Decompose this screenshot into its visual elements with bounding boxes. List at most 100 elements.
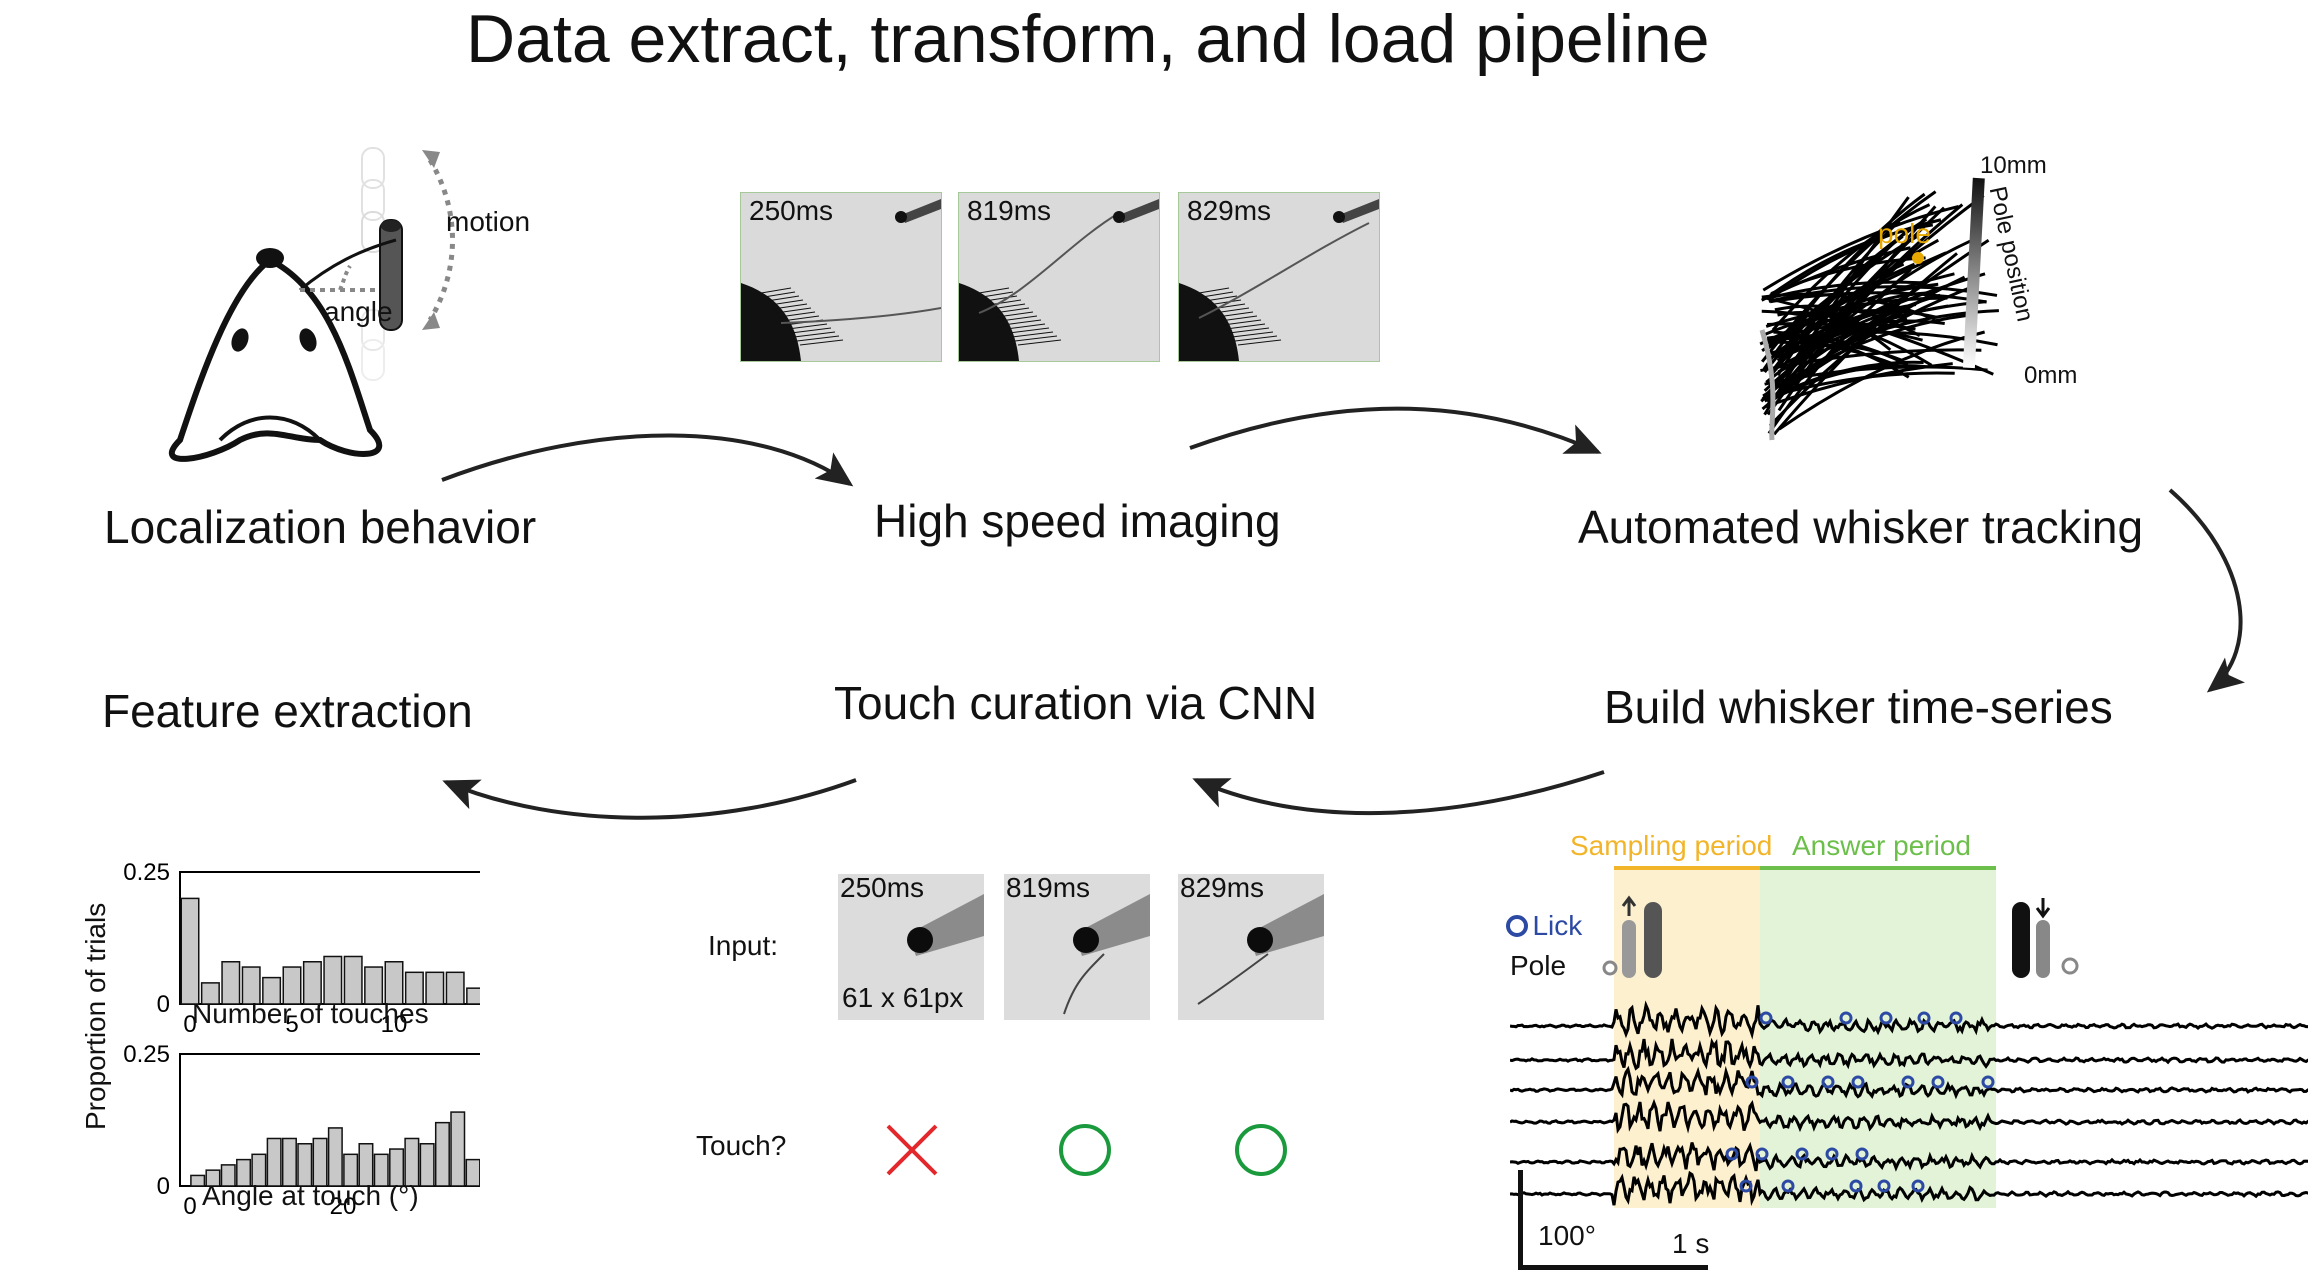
lick-marker	[1745, 1075, 1759, 1089]
hist-bar	[180, 897, 200, 1005]
hist-bar	[323, 955, 343, 1005]
pole-ghosts	[361, 147, 385, 381]
hist-bar	[190, 1174, 206, 1187]
mouse-head	[168, 256, 383, 462]
lick-marker	[1781, 1075, 1795, 1089]
lick-legend: Lick	[1506, 910, 1582, 942]
imaging-frame-time: 829ms	[1187, 195, 1272, 226]
imaging-frame: 819ms	[958, 192, 1160, 362]
pole-icons	[1602, 895, 2079, 978]
hist-bar	[282, 966, 302, 1005]
pole-position-bar	[1962, 177, 1985, 369]
cnn-frame-time: 250ms	[840, 874, 925, 903]
motion-label: motion	[446, 206, 531, 237]
hist-xtick: 5	[285, 1011, 298, 1038]
hist-bar	[281, 1137, 297, 1187]
hist-xtick: 0	[183, 1193, 196, 1220]
hist-bar	[450, 1111, 466, 1187]
step-timeseries-label: Build whisker time-series	[1604, 681, 2113, 733]
hist-bar	[266, 1137, 282, 1187]
whisker-trace	[1510, 1141, 2308, 1172]
pole-marker	[1912, 252, 1924, 264]
hist-ytick: 0	[157, 991, 170, 1018]
lick-marker	[1849, 1179, 1863, 1193]
arrow-timeseries-to-curation	[1192, 770, 1605, 815]
pole-marker-label: pole	[1878, 218, 1931, 249]
answer-period-label: Answer period	[1792, 830, 1971, 861]
lick-marker	[1825, 1147, 1839, 1161]
hist-bar	[404, 971, 424, 1005]
whisker-angle-traces	[1510, 1000, 2308, 1207]
arrow-curation-to-features	[442, 778, 857, 820]
hist-bar	[327, 1127, 343, 1187]
lick-marker	[1981, 1075, 1995, 1089]
lick-marker	[1917, 1011, 1931, 1025]
scale-bar-horizontal	[1518, 1265, 1708, 1270]
hist-bar	[251, 1153, 267, 1187]
cnn-input-label: Input:	[708, 930, 779, 961]
hist-bar	[343, 1153, 359, 1187]
imaging-frame-time: 819ms	[967, 195, 1052, 226]
hist-axes	[179, 1053, 480, 1187]
step-features-label: Feature extraction	[102, 685, 473, 737]
hist-xtick: 10	[381, 1011, 408, 1038]
lick-marker	[1949, 1011, 1963, 1025]
hist-bar	[358, 1143, 374, 1187]
hist-xtick: 20	[330, 1193, 357, 1220]
lick-marker	[1931, 1075, 1945, 1089]
lick-marker	[1911, 1179, 1925, 1193]
touch-circle-icon	[1235, 1124, 1287, 1176]
page-title: Data extract, transform, and load pipeli…	[466, 1, 1710, 77]
hist2-xlabel: Angle at touch (°)	[202, 1180, 419, 1211]
step-curation-label: Touch curation via CNN	[834, 677, 1318, 729]
scale-bar-vertical	[1518, 1170, 1523, 1270]
lick-marker	[1821, 1075, 1835, 1089]
hist-bar	[389, 1148, 405, 1187]
angle-label: angle	[324, 296, 393, 327]
hist-bar	[445, 971, 465, 1005]
hist-bar	[241, 966, 261, 1005]
pole-position-top: 10mm	[1980, 152, 2047, 179]
step-imaging-label: High speed imaging	[874, 495, 1281, 547]
whisker-trace	[1510, 1065, 2308, 1100]
hist-bar	[434, 1121, 450, 1187]
arrow-imaging-to-tracking	[1189, 406, 1602, 454]
hist-bar	[465, 1158, 480, 1187]
pole-legend-label: Pole	[1510, 950, 1567, 981]
cnn-input-size: 61 x 61px	[842, 982, 964, 1013]
hist-bar	[466, 987, 480, 1005]
hist-axes	[179, 871, 480, 1005]
hist-bar	[425, 971, 445, 1005]
hist-ytick: 0	[157, 1173, 170, 1200]
whisker-trace	[1510, 1037, 2308, 1071]
hist1-xlabel: Number of touches	[192, 998, 429, 1029]
hist-bar	[200, 982, 220, 1005]
hist-xtick: 0	[183, 1011, 196, 1038]
cnn-input-frame: 829ms	[1178, 874, 1324, 1020]
lick-marker	[1781, 1179, 1795, 1193]
imaging-frame: 250ms	[740, 192, 942, 362]
cnn-touch-label: Touch?	[696, 1130, 787, 1161]
lick-marker	[1739, 1179, 1753, 1193]
scale-y-label: 100°	[1538, 1220, 1596, 1251]
hist-bar	[297, 1143, 313, 1187]
lick-marker	[1839, 1011, 1853, 1025]
lick-marker	[1759, 1011, 1773, 1025]
step-localization-label: Localization behavior	[104, 501, 537, 553]
touch-circle-icon	[1059, 1124, 1111, 1176]
lick-marker	[1877, 1179, 1891, 1193]
no-touch-cross-icon	[886, 1124, 938, 1176]
feature-histograms: 05101500.250204000.25	[123, 859, 480, 1220]
hist-bar	[373, 1153, 389, 1187]
hist-bar	[419, 1143, 435, 1187]
hist-ytick: 0.25	[123, 1041, 170, 1068]
imaging-frame-time: 250ms	[749, 195, 834, 226]
hist-ytick: 0.25	[123, 859, 170, 886]
hist-ylabel: Proportion of trials	[80, 902, 111, 1130]
hist-bar	[262, 976, 282, 1005]
arrow-tracking-to-timeseries	[2168, 488, 2245, 693]
lick-marker	[1851, 1075, 1865, 1089]
cnn-input-frame: 250ms 61 x 61px	[838, 874, 984, 1020]
lick-marker	[1725, 1147, 1739, 1161]
